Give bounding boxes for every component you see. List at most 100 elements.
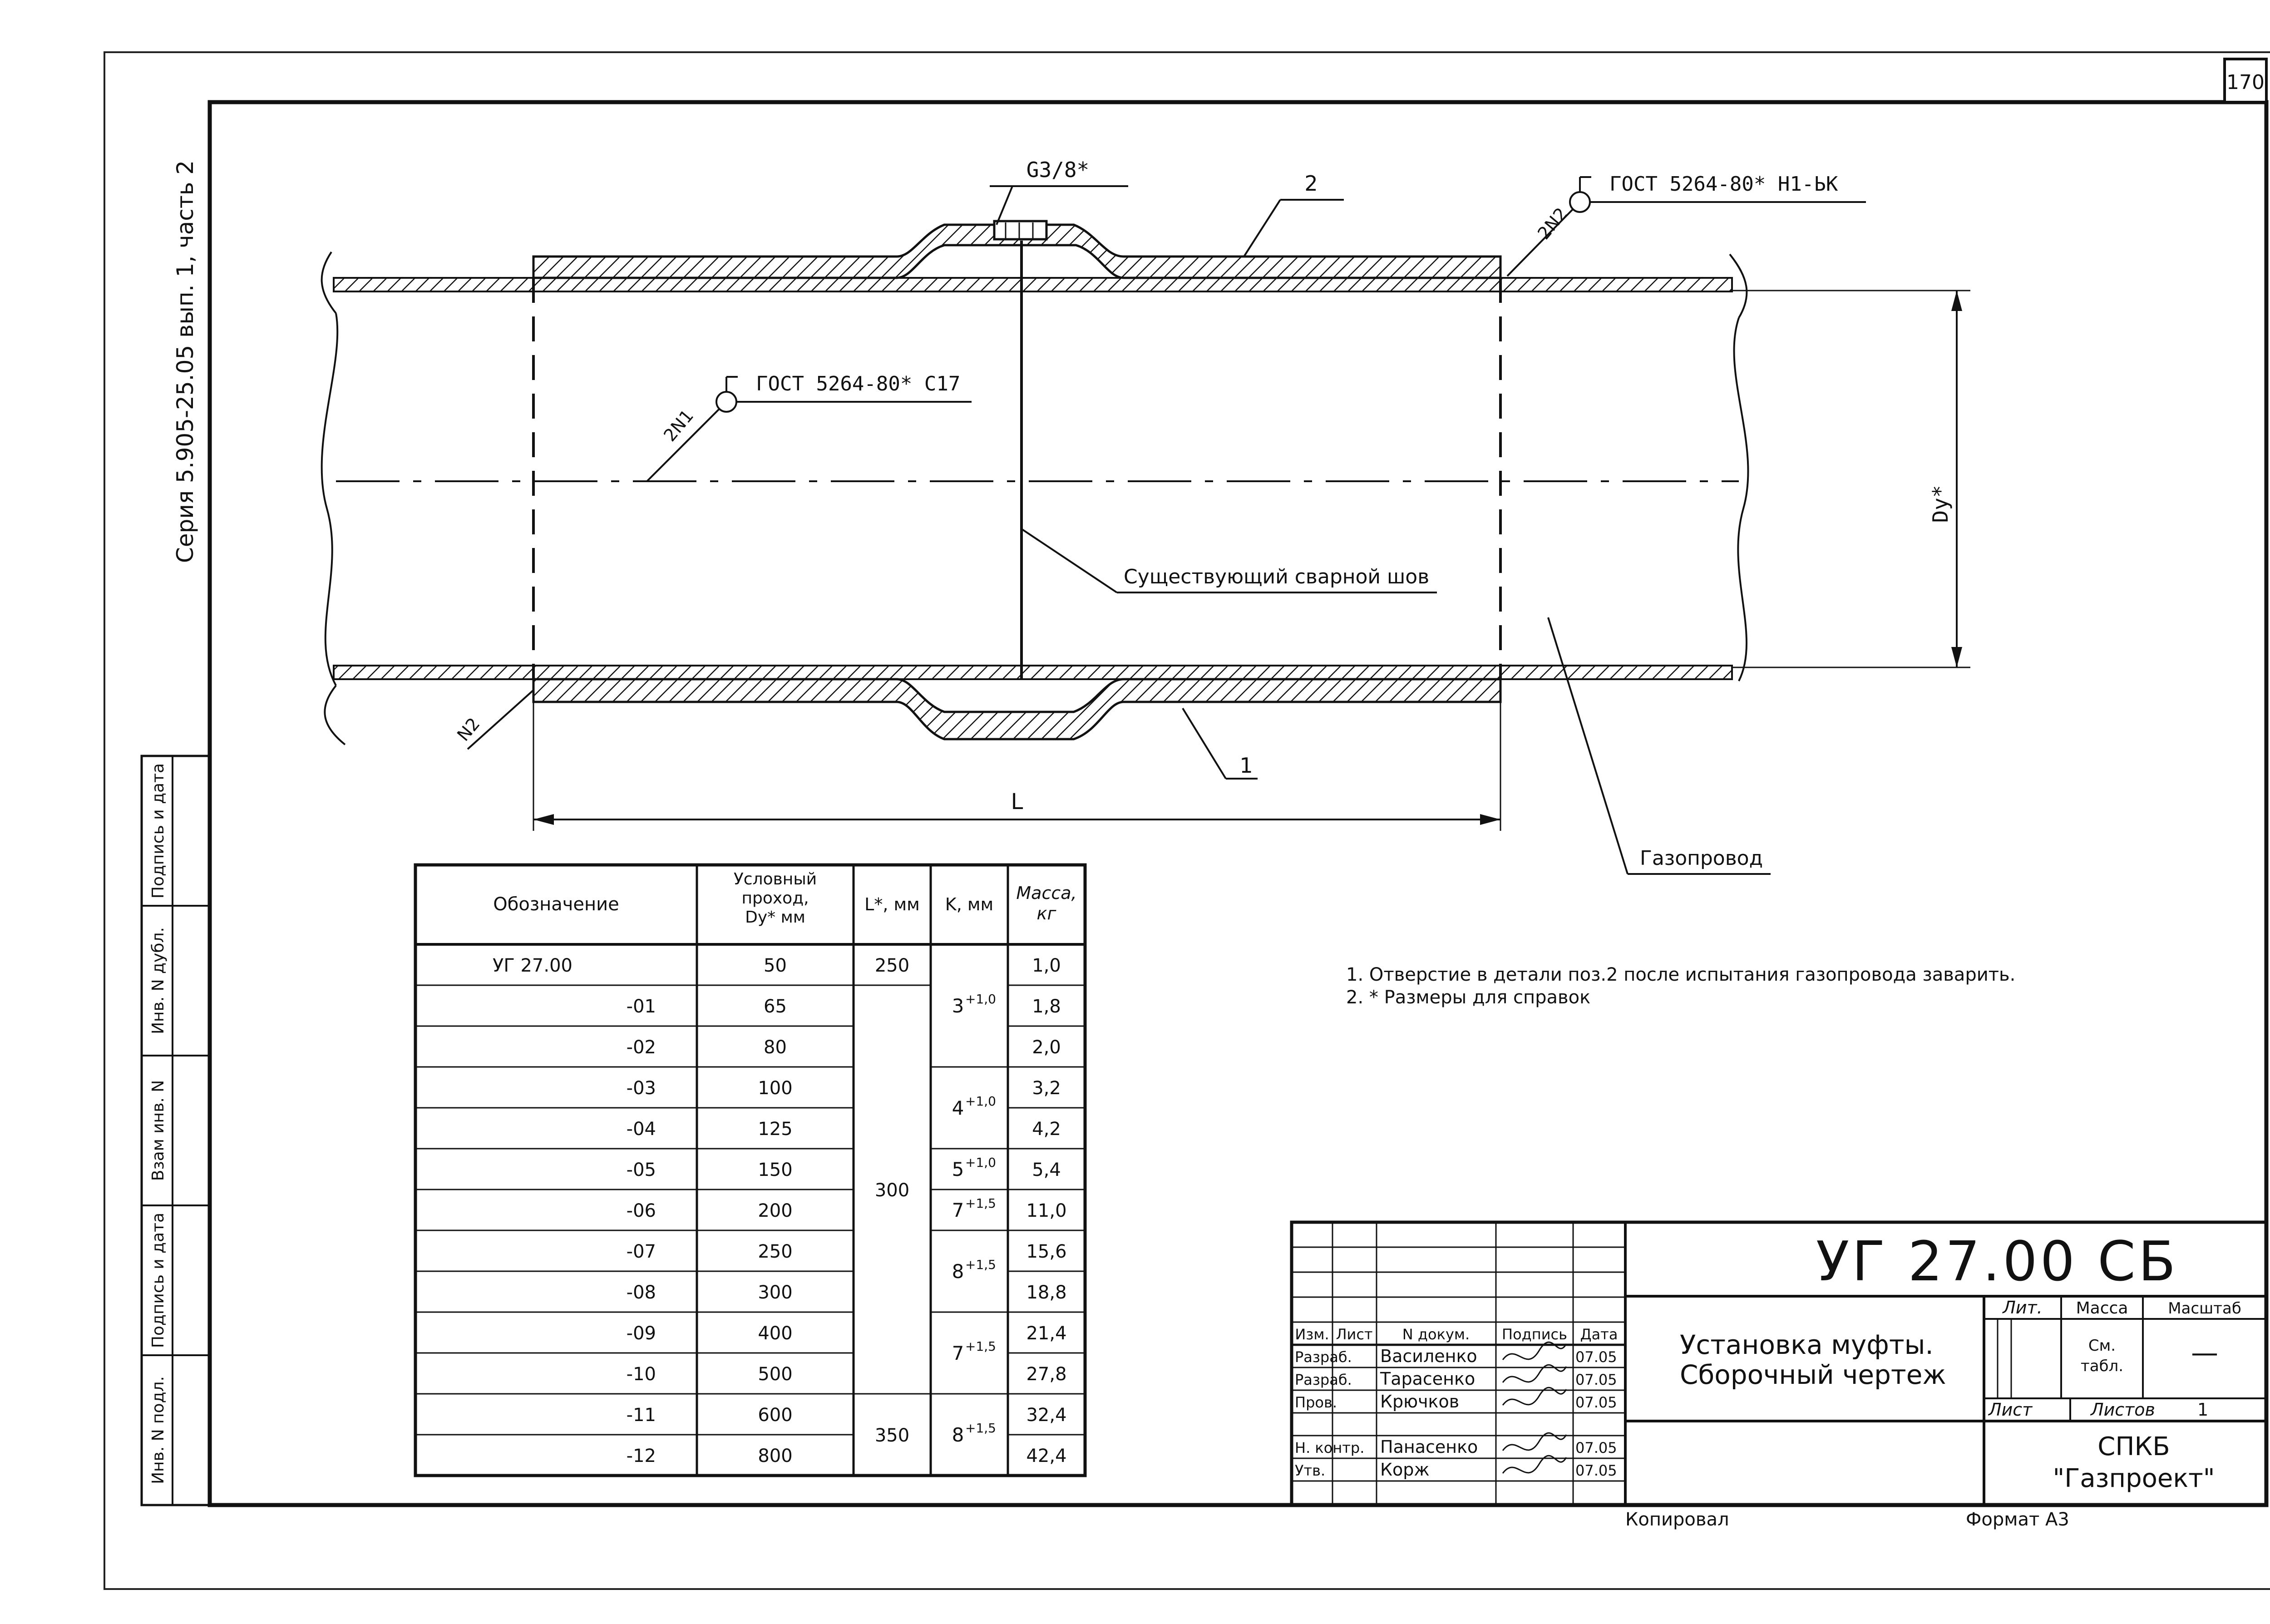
- side-stamp-label: Подпись и дата: [149, 763, 168, 898]
- part-1-label: 1: [1239, 753, 1253, 778]
- weld-bottom-callout: N2: [453, 689, 534, 750]
- k-value: 7: [952, 1199, 964, 1221]
- header-dn: Условный: [734, 870, 817, 889]
- k-tolerance: +1,0: [965, 1094, 996, 1109]
- designation-cell: -09: [627, 1323, 656, 1344]
- pipeline-label: Газопровод: [1640, 847, 1763, 870]
- k-tolerance: +1,5: [965, 1257, 996, 1272]
- pipe-wall-top: [333, 277, 1733, 292]
- sheets-label: Листов: [2090, 1400, 2155, 1420]
- length-value: 300: [875, 1180, 909, 1201]
- header-k: K, мм: [945, 894, 993, 914]
- mass-value-line-1: См.: [2088, 1337, 2116, 1355]
- length-dimension: L: [533, 702, 1501, 831]
- mass-cell: 21,4: [1026, 1323, 1066, 1344]
- scale-value: —: [2191, 1337, 2218, 1369]
- signature-scribble: [1502, 1387, 1567, 1406]
- length-value: 250: [875, 955, 909, 976]
- side-stamp-label: Инв. N дубл.: [149, 927, 168, 1034]
- length-label: L: [1011, 789, 1023, 814]
- k-value: 3: [952, 995, 964, 1017]
- copied-by-label: Копировал: [1625, 1509, 1729, 1530]
- title-block-header: Подпись: [1502, 1326, 1567, 1343]
- threaded-plug: [993, 220, 1048, 241]
- weld-inner-callout: ГОСТ 5264-80* С17 2N1: [646, 372, 972, 482]
- designation-cell: -02: [627, 1037, 656, 1058]
- part-2-callout: 2: [1243, 171, 1344, 257]
- org-line-2: "Газпроект": [2053, 1464, 2215, 1493]
- note-1: 1. Отверстие в детали поз.2 после испыта…: [1346, 964, 2015, 985]
- signature-scribble: [1502, 1341, 1567, 1360]
- k-tolerance: +1,0: [965, 1155, 996, 1170]
- k-tolerance: +1,5: [965, 1339, 996, 1354]
- title-block-header: N докум.: [1402, 1326, 1470, 1343]
- signer-role: Разраб.: [1295, 1371, 1352, 1388]
- sheets-value: 1: [2197, 1400, 2208, 1420]
- break-line-left-bottom: [324, 685, 346, 745]
- thread-callout: G3/8*: [990, 158, 1128, 225]
- part-2-label: 2: [1304, 171, 1318, 196]
- designation-cell: -08: [627, 1282, 656, 1303]
- mass-label: Масса: [2076, 1299, 2128, 1318]
- header-dn: Dy* мм: [745, 908, 805, 927]
- mass-cell: 27,8: [1026, 1364, 1066, 1385]
- signer-name: Корж: [1380, 1460, 1430, 1480]
- designation-cell: -05: [627, 1160, 656, 1180]
- dn-cell: 600: [758, 1405, 792, 1426]
- header-dn: проход,: [741, 889, 809, 908]
- k-value: 8: [952, 1424, 964, 1446]
- scale-label: Масштаб: [2168, 1299, 2241, 1318]
- dn-cell: 150: [758, 1160, 792, 1180]
- designation-cell: -07: [627, 1241, 656, 1262]
- inner-frame: [207, 100, 2269, 1507]
- mass-cell: 15,6: [1026, 1241, 1066, 1262]
- break-line-left-top: [321, 251, 337, 314]
- signer-role: Пров.: [1295, 1394, 1337, 1411]
- designation-cell: -06: [627, 1200, 656, 1221]
- thread-label: G3/8*: [1026, 158, 1089, 182]
- weld-inner-standard: ГОСТ 5264-80* С17: [756, 372, 960, 395]
- title-block-header: Изм.: [1295, 1326, 1329, 1343]
- dn-cell: 200: [758, 1200, 792, 1221]
- break-line-right: [1733, 317, 1749, 681]
- designation-cell: УГ 27.00: [493, 955, 572, 976]
- signer-role: Разраб.: [1295, 1348, 1352, 1366]
- signature-scribble: [1502, 1364, 1567, 1383]
- dn-cell: 250: [758, 1241, 792, 1262]
- existing-weld-callout: Существующий сварной шов: [1021, 528, 1437, 593]
- signer-date: 07.05: [1575, 1371, 1617, 1388]
- mass-cell: 18,8: [1026, 1282, 1066, 1303]
- dn-cell: 65: [764, 996, 787, 1017]
- title-line-2: Сборочный чертеж: [1680, 1359, 1946, 1390]
- diameter-dimension: Dy*: [1732, 290, 1970, 668]
- note-2: 2. * Размеры для справок: [1346, 987, 1590, 1008]
- mass-cell: 3,2: [1032, 1078, 1061, 1099]
- format-label: Формат А3: [1966, 1509, 2069, 1530]
- signer-date: 07.05: [1575, 1462, 1617, 1479]
- header-designation: Обозначение: [493, 894, 619, 915]
- side-stamp-label: Инв. N подл.: [149, 1376, 168, 1484]
- signer-name: Тарасенко: [1380, 1369, 1475, 1389]
- dn-cell: 400: [758, 1323, 792, 1344]
- weld-top-symbol: 2N2: [1534, 204, 1571, 243]
- dn-cell: 80: [764, 1037, 787, 1058]
- side-stamp-label: Подпись и дата: [149, 1213, 168, 1348]
- notes: 1. Отверстие в детали поз.2 после испыта…: [1346, 964, 2015, 1008]
- designation-cell: -03: [627, 1078, 656, 1099]
- pipeline-callout: Газопровод: [1547, 617, 1771, 875]
- dn-cell: 500: [758, 1364, 792, 1385]
- title-line-1: Установка муфты.: [1680, 1329, 1934, 1360]
- mass-cell: 2,0: [1032, 1037, 1061, 1058]
- signer-role: Утв.: [1295, 1462, 1325, 1479]
- sheet-label: Лист: [1988, 1400, 2033, 1420]
- sleeve-bottom-half: [532, 678, 1502, 740]
- signer-date: 07.05: [1575, 1439, 1617, 1456]
- mass-cell: 5,4: [1032, 1160, 1061, 1180]
- k-tolerance: +1,0: [965, 992, 996, 1007]
- k-value: 5: [952, 1158, 964, 1180]
- break-line-right-top: [1729, 253, 1748, 319]
- k-value: 4: [952, 1097, 964, 1119]
